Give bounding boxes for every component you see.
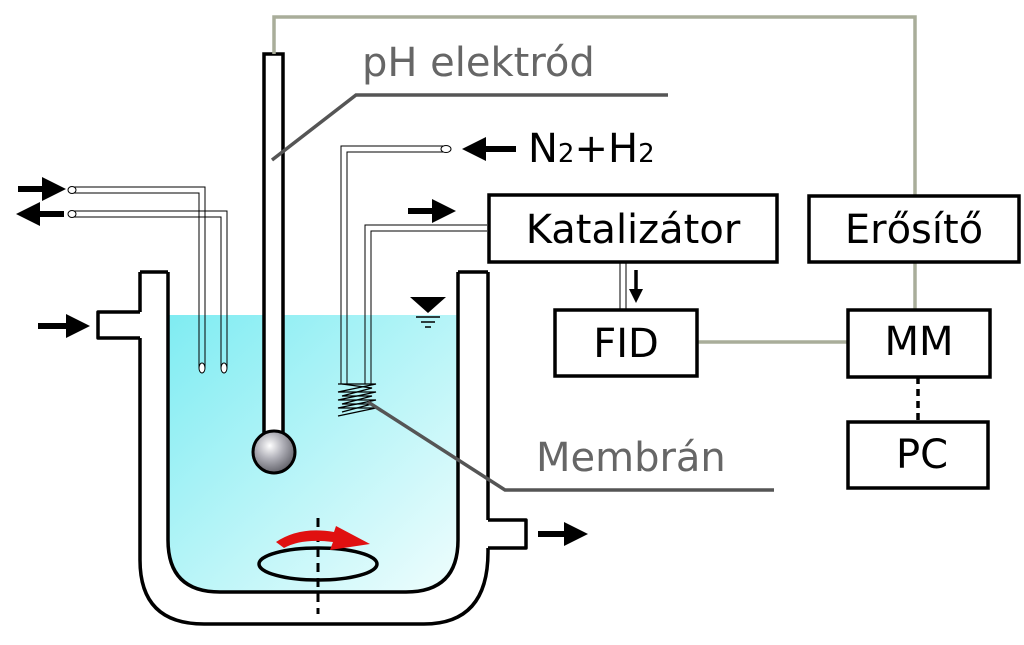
ph-electrode-bulb [251,429,297,475]
pc-label: PC [896,432,948,478]
ph-electrode [262,52,285,441]
mm-label: MM [884,319,953,365]
liquid-level-icon [410,297,446,328]
membrane-label: Membrán [536,435,726,481]
signal-wire [272,15,917,196]
catalyst-label: Katalizátor [526,207,741,253]
amplifier-box: Erősítő [807,194,1021,264]
liquid [168,315,458,592]
pc-box: PC [846,420,990,490]
fid-box: FID [553,308,699,378]
fid-label: FID [593,321,659,367]
gas-formula-label: N2+H2 [528,126,655,172]
ph-electrode-leader [270,93,668,162]
double-tube-probe [67,186,228,374]
rotation-arrow-icon [276,526,370,550]
amplifier-label: Erősítő [845,207,983,253]
magnetic-stirrer [257,518,379,614]
ph-electrode-label: pH elektród [362,40,595,86]
catalyst-fid-pipe [619,262,627,310]
gas-tube [340,145,487,384]
membrane-leader [367,400,774,492]
mm-box: MM [846,308,992,379]
catalyst-box: Katalizátor [487,193,779,264]
